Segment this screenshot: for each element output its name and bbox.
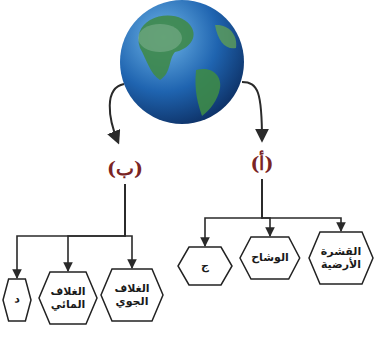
hexagon-text: الوشاح	[251, 251, 289, 264]
arrow	[110, 84, 124, 142]
hexagon-shape	[178, 247, 232, 285]
hexagon-shape	[309, 232, 373, 284]
hexagon-shape	[240, 237, 300, 279]
bracket-connector	[205, 179, 262, 246]
bracket-connector	[262, 179, 341, 231]
branch-label: (أ)	[242, 149, 282, 177]
bracket-connector	[125, 184, 132, 268]
bracket-connector	[262, 179, 270, 236]
globe-highlight	[138, 24, 182, 52]
hexagon-shape	[39, 272, 97, 324]
hexagon-text: ج	[201, 259, 209, 272]
branch-letter: (ب)	[107, 157, 143, 180]
hexagon-box: ج	[177, 246, 233, 286]
hexagon-text: الغلاف المائي	[50, 285, 86, 311]
continent	[195, 69, 220, 116]
hexagon-box: الغلاف المائي	[38, 271, 98, 325]
globe	[120, 0, 244, 124]
branch-label: (ب)	[103, 154, 147, 182]
bracket-connector	[17, 184, 125, 278]
hexagon-box: الوشاح	[239, 236, 301, 280]
hexagon-text: القشرة الأرضية	[320, 245, 362, 271]
bracket-connector	[68, 184, 125, 271]
hexagon-box: د	[2, 278, 32, 322]
continent	[215, 25, 236, 48]
hexagon-text: د	[14, 293, 20, 306]
hexagon-shape	[3, 279, 31, 321]
branch-letter: (أ)	[251, 152, 274, 175]
arrow	[242, 82, 262, 140]
hexagon-box: القشرة الأرضية	[308, 231, 374, 285]
continent	[138, 16, 193, 80]
hexagon-shape	[101, 269, 163, 321]
hexagon-text: الغلاف الجوي	[112, 282, 152, 308]
hexagon-box: الغلاف الجوي	[100, 268, 164, 322]
